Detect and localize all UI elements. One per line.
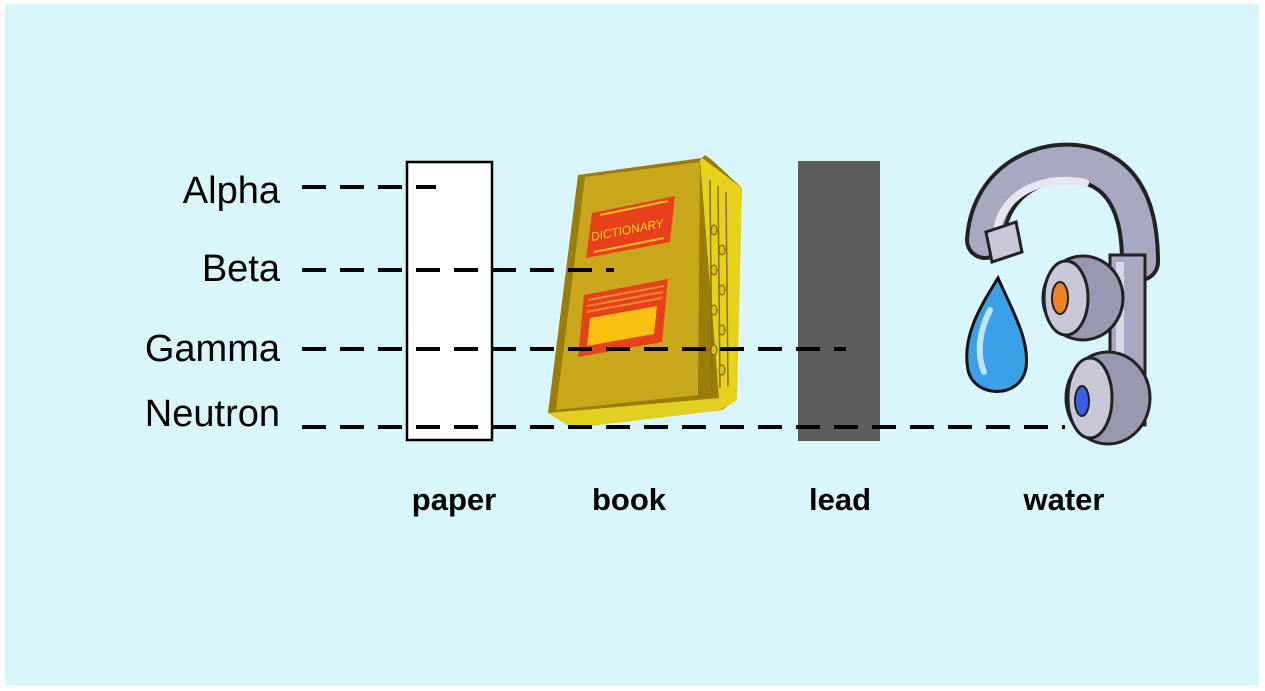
material-label-water: water	[1023, 482, 1105, 517]
paper-sheet	[405, 160, 494, 442]
water-drop-icon	[965, 274, 1029, 393]
ray-label-beta: Beta	[202, 248, 281, 290]
material-label-paper: paper	[412, 482, 496, 517]
material-label-book: book	[592, 482, 667, 517]
ray-label-neutron: Neutron	[145, 393, 280, 435]
book-icon: DICTIONARY	[548, 155, 742, 428]
lead-block	[798, 161, 880, 441]
water-tap-icon	[965, 142, 1160, 446]
ray-label-gamma: Gamma	[145, 328, 281, 370]
ray-label-alpha: Alpha	[183, 170, 281, 212]
material-label-lead: lead	[809, 482, 871, 517]
